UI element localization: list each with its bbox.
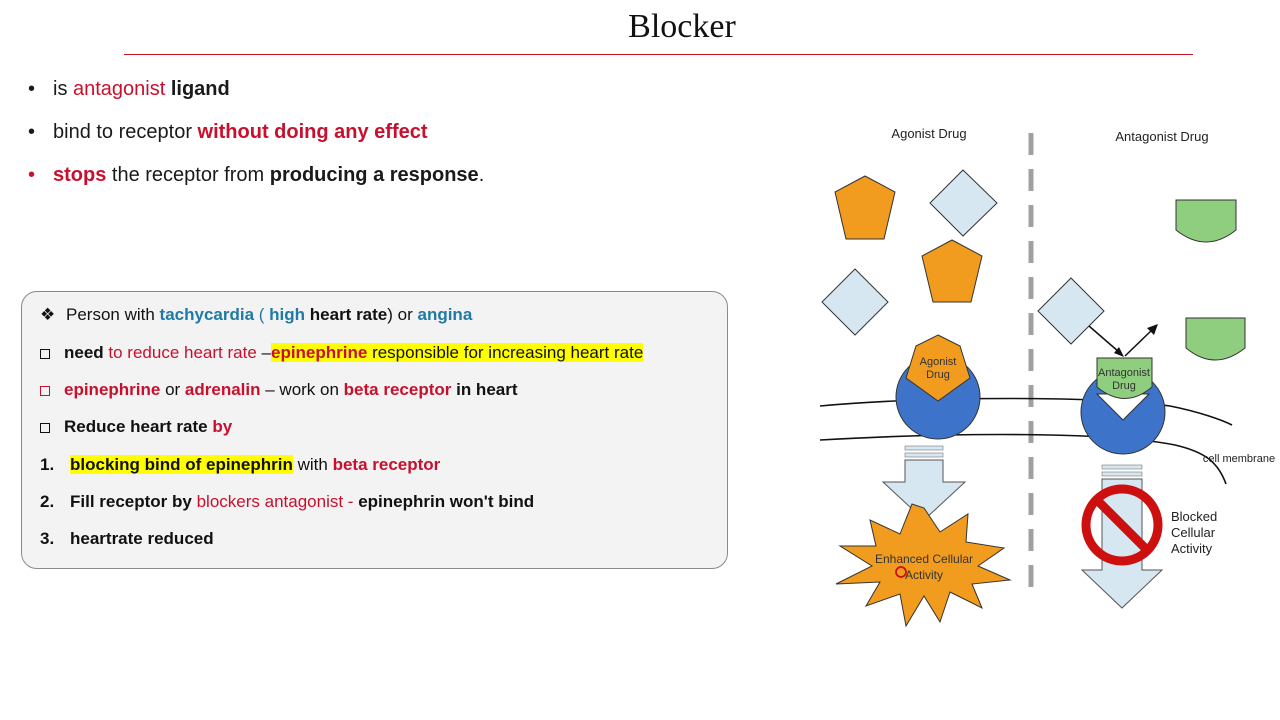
bullet-text: the receptor from: [106, 164, 270, 186]
bullet-dot: •: [28, 78, 36, 100]
wont-bind-term: epinephrin won't bind: [358, 492, 535, 511]
by-term: by: [212, 417, 233, 436]
diamond-molecule-shape: [821, 268, 889, 336]
antagonist-drug-header: Antagonist Drug: [1115, 129, 1208, 144]
row-step-1: 1. blocking bind of epinephrin with beta …: [40, 449, 440, 481]
response-term: producing a response: [269, 164, 479, 186]
bullet-dot: •: [28, 164, 36, 186]
agonist-pentagon-shape: [834, 175, 896, 240]
blocked-activity-label-line-3: Activity: [1171, 541, 1213, 556]
epinephrine-term: epinephrine: [64, 380, 161, 399]
epinephrine-term: epinephrine: [270, 343, 368, 362]
antagonist-bound-label-line-2: Drug: [1112, 380, 1136, 392]
agonist-pentagon-shape: [921, 239, 983, 303]
adrenalin-term: adrenalin: [184, 380, 261, 399]
paren-close: ) or: [387, 305, 418, 324]
beta-receptor-term: beta receptor: [332, 455, 441, 474]
blocked-symbol-slash: [1093, 496, 1151, 554]
row-text: Person with: [66, 305, 160, 324]
definition-bullets: • is antagonist ligand • bind to recepto…: [28, 74, 484, 203]
arrowhead-icon: [1114, 347, 1124, 357]
tachycardia-term: tachycardia: [159, 305, 255, 324]
deflect-arrow-out: [1124, 328, 1154, 357]
row-epinephrine-adrenalin: epinephrine or adrenalin – work on beta …: [40, 374, 518, 406]
no-effect-term: without doing any effect: [197, 121, 428, 143]
bullet-stops-response: • stops the receptor from producing a re…: [28, 160, 484, 203]
beta-receptor-term: beta receptor: [343, 380, 452, 399]
agonist-bound-label-line-1: Agonist: [920, 356, 957, 368]
step-number: 3.: [40, 529, 55, 548]
diamond-molecule-shape: [929, 169, 998, 237]
deflect-arrow-in: [1088, 325, 1120, 353]
bullet-text: bind to receptor: [53, 121, 198, 143]
blocking-bind-term: blocking bind of epinephrin: [70, 455, 293, 474]
bound-antagonist-shape: [1096, 357, 1153, 399]
heart-rate-term: heart rate: [305, 305, 388, 324]
agonist-drug-header: Agonist Drug: [891, 126, 966, 141]
agonist-bound-label-line-2: Drug: [926, 369, 950, 381]
checkbox-icon: [40, 349, 50, 359]
blockers-antagonist-term: blockers antagonist -: [196, 492, 359, 511]
arrow-stripe: [904, 452, 944, 458]
diamond-bullet-icon: ❖: [40, 305, 56, 324]
cursor-marker-icon: [895, 566, 907, 578]
heartrate-reduced-term: heartrate reduced: [70, 529, 214, 548]
row-need-reduce: need to reduce heart rate –epinephrine r…: [40, 337, 644, 369]
arrow-stripe: [1101, 471, 1143, 477]
or-text: or: [160, 380, 185, 399]
explanation-box: ❖ Person with tachycardia ( high heart ra…: [21, 291, 728, 569]
reduce-text: to reduce heart rate: [103, 343, 262, 362]
enhanced-activity-starburst: [835, 503, 1012, 628]
blocked-symbol-icon: [1081, 484, 1163, 566]
responsible-text: responsible for increasing heart rate: [367, 343, 644, 362]
enhanced-activity-label-line-1: Enhanced Cellular: [875, 552, 973, 566]
arrow-body: [881, 459, 967, 521]
checkbox-icon: [40, 423, 50, 433]
bound-agonist-shape: [905, 334, 971, 402]
need-term: need: [64, 343, 104, 362]
high-term: high: [269, 305, 306, 324]
blocked-activity-label-line-1: Blocked: [1171, 509, 1217, 524]
bullet-bind-receptor: • bind to receptor without doing any eff…: [28, 117, 484, 160]
cell-membrane-label: cell membrane: [1203, 453, 1275, 465]
angina-term: angina: [417, 305, 473, 324]
paren-open: (: [254, 305, 270, 324]
slide-title: Blocker: [628, 8, 736, 45]
antagonist-bound-label-line-1: Antagonist: [1098, 367, 1150, 379]
arrow-stripe: [904, 445, 944, 451]
agonist-signal-arrow: [881, 445, 967, 521]
checkbox-icon: [40, 386, 50, 396]
in-heart-term: in heart: [451, 380, 518, 399]
bullet-antagonist-ligand: • is antagonist ligand: [28, 74, 484, 117]
stops-term: stops: [53, 164, 107, 186]
arrow-stripe: [1101, 464, 1143, 470]
bullet-text: is: [53, 78, 73, 100]
cell-membrane-upper: [819, 397, 1233, 426]
diamond-molecule-shape: [1037, 277, 1105, 345]
row-step-3: 3. heartrate reduced: [40, 523, 214, 555]
fill-receptor-term: Fill receptor by: [70, 492, 197, 511]
blocked-activity-label-line-2: Cellular: [1171, 525, 1216, 540]
step-number: 1.: [40, 455, 55, 474]
enhanced-activity-label-line-2: Activity: [905, 568, 943, 582]
arrowhead-icon: [1147, 324, 1158, 335]
row-step-2: 2. Fill receptor by blockers antagonist -…: [40, 486, 534, 518]
ligand-term: ligand: [165, 78, 230, 100]
title-underline: [124, 54, 1193, 55]
antagonist-shape: [1185, 317, 1246, 361]
work-on-text: – work on: [260, 380, 344, 399]
step-number: 2.: [40, 492, 55, 511]
row-reduce-by: Reduce heart rate by: [40, 411, 232, 443]
dash: –: [261, 343, 271, 362]
row-person-tachycardia: ❖ Person with tachycardia ( high heart ra…: [40, 299, 472, 331]
bullet-period: .: [478, 164, 485, 186]
bullet-dot: •: [28, 121, 36, 143]
antagonist-term: antagonist: [73, 78, 166, 100]
cell-membrane-lower: [819, 433, 1227, 485]
reduce-heart-rate-term: Reduce heart rate: [64, 417, 213, 436]
antagonist-shape: [1175, 199, 1237, 243]
with-text: with: [292, 455, 333, 474]
